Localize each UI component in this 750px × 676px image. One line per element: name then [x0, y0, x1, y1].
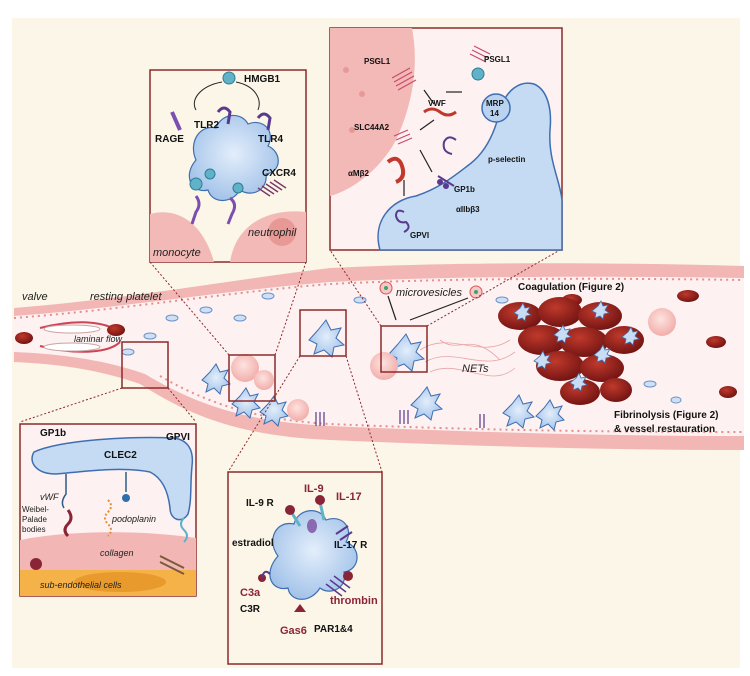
label-laminar-flow: laminar flow — [74, 334, 123, 344]
label-mrp-line1: MRP — [486, 99, 504, 108]
label-gpvi: GPVI — [410, 231, 429, 240]
label-il17r: IL-17 R — [334, 540, 368, 551]
label-weibel-2: Palade — [22, 515, 47, 524]
resting-platelets — [121, 292, 682, 404]
red-blood-cells — [15, 290, 737, 398]
label-estradiol: estradiol — [232, 538, 274, 549]
label-il9: IL-9 — [304, 483, 324, 495]
label-vwf-endo: vWF — [40, 492, 59, 502]
label-gp1b: GP1b — [454, 185, 475, 194]
wall-receptors — [315, 410, 485, 428]
label-c3r: C3R — [240, 604, 261, 615]
label-psgl1-right: PSGL1 — [484, 55, 511, 64]
label-podoplanin: podoplanin — [111, 514, 156, 524]
label-gas6: Gas6 — [280, 625, 307, 637]
label-am-b2: αMβ2 — [348, 169, 369, 178]
label-tlr2: TLR2 — [194, 120, 219, 131]
label-vwf: VWF — [428, 99, 446, 108]
label-thrombin: thrombin — [330, 595, 378, 607]
label-valve: valve — [22, 291, 48, 303]
zoom-boxes — [121, 309, 428, 402]
label-cxcr4: CXCR4 — [262, 168, 296, 179]
thrombus-clot — [498, 297, 644, 405]
inset-receptors: IL-9 R IL-9 IL-17 IL-17 R estradiol C3a … — [227, 471, 383, 665]
inset-adhesion: PSGL1 PSGL1 VWF MRP 14 SLC44A2 p-selecti… — [329, 27, 563, 251]
label-gp1b-endo: GP1b — [40, 428, 66, 439]
label-aiib-b3: αIIbβ3 — [456, 205, 480, 214]
label-microvesicles: microvesicles — [396, 287, 463, 299]
inset-tlr: HMGB1 RAGE TLR2 TLR4 CXCR4 monocyte neut… — [149, 69, 307, 263]
label-gpvi-endo: GPVI — [166, 432, 190, 443]
label-il17: IL-17 — [336, 491, 362, 503]
label-nets: NETs — [462, 363, 489, 375]
label-psgl1-left: PSGL1 — [364, 57, 391, 66]
label-weibel-1: Weibel- — [22, 505, 49, 514]
microvesicles — [379, 281, 483, 321]
zoom-lines — [19, 249, 561, 473]
label-p-selectin: p-selectin — [488, 155, 525, 164]
inset-endothelial: GP1b CLEC2 GPVI vWF Weibel- Palade bodie… — [19, 423, 197, 597]
label-rage: RAGE — [155, 134, 184, 145]
label-fibrinolysis-2: & vessel restauration — [614, 424, 715, 435]
label-coagulation: Coagulation (Figure 2) — [518, 282, 624, 293]
label-neutrophil: neutrophil — [248, 227, 297, 239]
label-il9r: IL-9 R — [246, 498, 275, 509]
label-slc44a2: SLC44A2 — [354, 123, 390, 132]
activated-platelets — [201, 319, 565, 431]
label-resting-platelet: resting platelet — [90, 291, 162, 303]
label-monocyte: monocyte — [153, 247, 201, 259]
label-mrp-line2: 14 — [490, 109, 499, 118]
label-weibel-3: bodies — [22, 525, 46, 534]
label-fibrinolysis-1: Fibrinolysis (Figure 2) — [614, 410, 718, 421]
label-hmgb1: HMGB1 — [244, 74, 281, 85]
label-sub-endothelial: sub-endothelial cells — [40, 580, 122, 590]
label-par: PAR1&4 — [314, 624, 353, 635]
nets — [419, 339, 516, 377]
label-c3a: C3a — [240, 587, 261, 599]
label-collagen: collagen — [100, 548, 134, 558]
venous-valve — [39, 321, 121, 353]
leukocytes — [231, 308, 676, 421]
label-clec2: CLEC2 — [104, 450, 137, 461]
label-tlr4: TLR4 — [258, 134, 283, 145]
